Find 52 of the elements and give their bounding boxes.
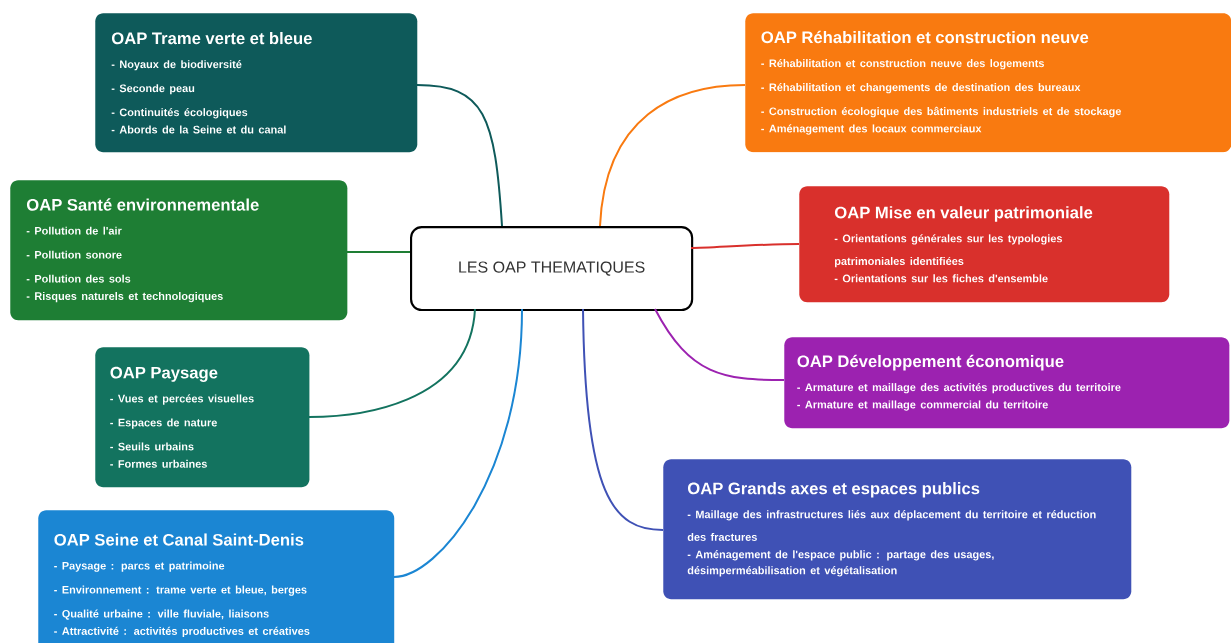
connector xyxy=(416,84,503,227)
list-item: - Orientations générales sur les typologies patrimoniales identifiées xyxy=(834,234,1062,268)
topic-box xyxy=(38,510,395,643)
heading: OAP Réhabilitation et construction neuve xyxy=(761,30,1089,44)
connector xyxy=(582,308,664,531)
heading: OAP Paysage xyxy=(110,366,218,382)
heading: OAP Seine et Canal Saint-Denis xyxy=(54,533,304,546)
list-item: - Aménagement des locaux commerciaux xyxy=(761,124,982,135)
list-item: - Environnement : trame verte et bleue, berges xyxy=(54,585,307,596)
list-item: - Réhabilitation et construction neuve des logements xyxy=(761,59,1044,70)
list-item: - Formes urbaines xyxy=(110,459,207,468)
list-item: - Armature et maillage des activités productives du territoire xyxy=(797,383,1121,394)
connector xyxy=(654,308,785,381)
title-text: LES OAP THEMATIQUES xyxy=(459,261,645,276)
list-item: - Pollution de l'air xyxy=(26,226,122,235)
topic-box xyxy=(745,13,1231,153)
topic-box xyxy=(95,13,418,153)
topic-box xyxy=(95,347,310,488)
topic-box xyxy=(799,186,1170,303)
list-item: - Noyaux de biodiversité xyxy=(111,60,242,71)
topic-box xyxy=(784,337,1230,429)
connector xyxy=(599,84,746,227)
list-item: - Construction écologique des bâtiments industriels et de stockage xyxy=(761,106,1121,118)
list-item: - Réhabilitation et changements de destination des bureaux xyxy=(761,83,1081,94)
connector xyxy=(346,251,411,253)
heading: OAP Trame verte et bleue xyxy=(111,31,312,45)
list-item: - Vues et percées visuelles xyxy=(110,394,254,405)
heading: OAP Grands axes et espaces publics xyxy=(687,482,980,498)
topic-box xyxy=(663,459,1132,600)
list-item: - Paysage : parcs et patrimoine xyxy=(54,561,225,572)
list-item: - Seuils urbains xyxy=(110,442,194,451)
list-item: - Maillage des infrastructures liés aux déplacement du territoire et réduction des fractures xyxy=(687,510,1096,541)
list-item: - Seconde peau xyxy=(111,84,195,95)
list-item: - Espaces de nature xyxy=(110,418,217,429)
connector xyxy=(308,308,476,418)
list-item: - Aménagement de l'espace public : partage des usages, désimperméabilisation et végétalisation xyxy=(687,550,994,577)
list-item: - Pollution des sols xyxy=(26,274,131,283)
list-item: - Risques naturels et technologiques xyxy=(26,291,223,303)
connector xyxy=(690,243,800,249)
heading: OAP Mise en valeur patrimoniale xyxy=(834,206,1093,222)
central-box xyxy=(410,226,694,312)
heading: OAP Développement économique xyxy=(797,354,1064,371)
list-item: - Attractivité : activités productives et créatives xyxy=(54,626,310,638)
heading: OAP Santé environnementale xyxy=(26,198,259,211)
list-item: - Abords de la Seine et du canal xyxy=(111,125,286,134)
connector xyxy=(393,308,523,578)
list-item: - Continuités écologiques xyxy=(111,108,248,119)
topic-box xyxy=(10,180,348,321)
list-item: - Armature et maillage commercial du territoire xyxy=(797,400,1048,411)
list-item: - Qualité urbaine : ville fluviale, liaisons xyxy=(54,609,269,620)
list-item: - Orientations sur les fiches d'ensemble xyxy=(834,274,1048,283)
list-item: - Pollution sonore xyxy=(26,250,122,259)
